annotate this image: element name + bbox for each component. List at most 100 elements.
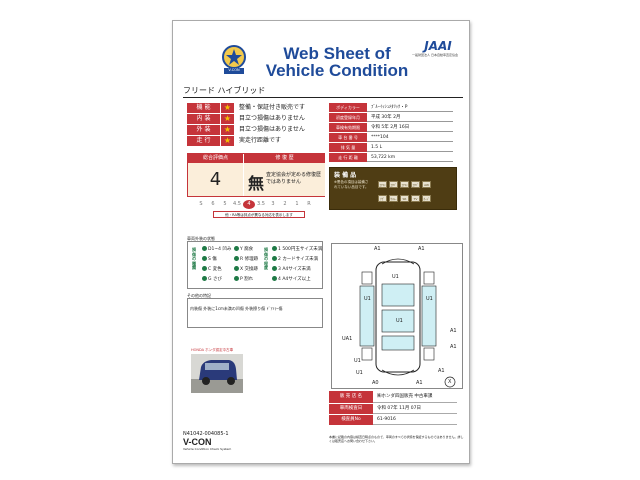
title-line-2: Vehicle Condition <box>265 61 409 80</box>
scale-mark: 3.5 <box>257 201 265 207</box>
dot-icon <box>272 246 277 251</box>
score-box: 総合評価点 修 復 歴 4 無 査定協会が定める修復歴ではありません <box>187 153 325 197</box>
shop-row: 販 売 店 名㈱ホンダ四国販売 中古車課 <box>329 391 457 403</box>
option-chip: ｴｱｺﾝ <box>378 181 387 188</box>
scale-mark: 3 <box>271 201 275 207</box>
damage-code: X <box>448 379 452 385</box>
shop-row: 検査員No 61-9016 <box>329 415 457 425</box>
damage-code: U1 <box>426 296 433 302</box>
equipment-label: 装 備 品 <box>334 172 357 179</box>
legend-head-degree: 損傷の程度 <box>264 247 268 270</box>
option-chip: ｴｱﾊﾞｯｸ <box>411 181 420 193</box>
history-label: 修 復 歴 <box>244 154 325 163</box>
condition-row: 機 能 ★ 整備・保証付き販売です <box>187 103 327 113</box>
legend-item: C 変色 <box>202 266 222 273</box>
option-chip: SR <box>400 195 409 202</box>
spec-row: 排 気 量 1.5 L <box>329 143 453 152</box>
legend-item: G さび <box>202 276 222 283</box>
damage-code: A1 <box>374 246 381 252</box>
sheet-id: N41042-004085-1 <box>183 431 229 437</box>
car-photo <box>191 347 243 393</box>
condition-label: 走 行 <box>187 136 220 146</box>
degree-item: 4 A4サイズ以上 <box>272 276 311 283</box>
spec-row: ボディカラー ﾌﾞﾙｰｲｯｼｭﾒﾀﾘｯｸ・P <box>329 103 453 112</box>
car-outline-icon <box>359 258 456 388</box>
spec-value: 令和 5年 2月 16日 <box>371 125 410 130</box>
dot-icon <box>234 246 239 251</box>
condition-row: 走 行 ★ 実走行距離です <box>187 136 327 146</box>
scale-mark: S <box>199 201 203 207</box>
score-label: 総合評価点 <box>188 154 243 163</box>
option-chip: AW <box>422 181 431 188</box>
history-main: 無 <box>248 174 265 193</box>
legend-item: R 修理跡 <box>234 256 258 263</box>
damage-code: A1 <box>416 380 423 386</box>
scale-mark: 6 <box>211 201 215 207</box>
title-line-1: Web Sheet of <box>283 44 391 63</box>
option-chip: ｴｱｺﾝ <box>400 181 409 188</box>
overall-score: 4 <box>188 163 243 196</box>
dot-icon <box>202 246 207 251</box>
dot-icon <box>234 256 239 261</box>
exterior-section-label: 車両外装の状態 <box>187 236 215 241</box>
equipment-note: ※黒色の項目は装備されていない品目です。 <box>334 180 369 189</box>
jaai-subtitle: 一般財団法人 日本自動車査定協会 <box>412 53 458 57</box>
spec-value: 53,722 km <box>371 155 396 160</box>
dot-icon <box>234 276 239 281</box>
scale-mark: 5 <box>223 201 227 207</box>
damage-legend: 損傷の種類 D1~4 凹み Y 腐食 S 傷 R 修理跡 C 変色 X 交換跡 … <box>187 241 323 289</box>
legend-item: P 割れ <box>234 276 253 283</box>
spec-label: ボディカラー <box>329 103 367 112</box>
spec-label: 排 気 量 <box>329 143 367 152</box>
star-icon: ★ <box>221 136 234 146</box>
damage-code: U1 <box>354 358 361 364</box>
vcon-emblem-icon <box>221 45 247 75</box>
shop-value: ㈱ホンダ四国販売 中古車課 <box>377 394 433 399</box>
condition-label: 内 装 <box>187 114 220 124</box>
dot-icon <box>272 256 277 261</box>
damage-code: A0 <box>372 380 379 386</box>
dot-icon <box>202 266 207 271</box>
vehicle-condition-sheet: V-CON Web Sheet of Vehicle Condition JAA… <box>172 20 470 464</box>
condition-text: 目立つ損傷はありません <box>239 126 305 133</box>
spec-label: 走 行 距 離 <box>329 153 367 162</box>
equipment-box: 装 備 品 ※黒色の項目は装備されていない品目です。 ｴｱｺﾝ ｴｱﾊﾞｯｸ ｴ… <box>329 167 457 210</box>
shop-value: 61-9016 <box>377 417 396 422</box>
page-title: Web Sheet of Vehicle Condition <box>253 45 421 79</box>
scale-mark: 4.5 <box>233 201 241 207</box>
spec-row: 車 台 番 号 ****104 <box>329 133 453 142</box>
legend-item: S 傷 <box>202 256 217 263</box>
spec-value: ﾌﾞﾙｰｲｯｼｭﾒﾀﾘｯｸ・P <box>371 105 408 110</box>
shop-label: 検査員No <box>329 415 373 425</box>
dot-icon <box>202 256 207 261</box>
dot-icon <box>234 266 239 271</box>
dot-icon <box>272 276 277 281</box>
emblem-text: V-CON <box>228 68 240 72</box>
disclaimer: 本書に記載の内容は検査日時点のもので、車両のすべての状態を保証するものではありま… <box>329 435 464 443</box>
spec-row: 初度登録年月平成 30年 2月 <box>329 113 453 122</box>
shop-label: 車両検査日 <box>329 404 373 414</box>
history-value: 無 査定協会が定める修復歴ではありません <box>244 163 325 196</box>
dot-icon <box>202 276 207 281</box>
degree-item: 3 A4サイズ未満 <box>272 266 311 273</box>
photo-header: HONDA ホンダ認定中古車 <box>191 347 243 354</box>
option-chip: ｻﾝﾙｰﾌ <box>389 195 398 207</box>
spec-value: 1.5 L <box>371 145 383 150</box>
score-scale: S 6 5 4.5 4 3.5 3 2 1 R <box>195 200 317 209</box>
option-chip: ｶｰﾄﾞ <box>422 195 431 202</box>
other-notes-text: 内装傷 外装に1cm未満の凹傷 外装擦り傷 ﾄﾞｱﾐﾗｰ傷 <box>190 306 283 311</box>
jaai-logo: JAAI <box>424 39 452 53</box>
legend-item: X 交換跡 <box>234 266 258 273</box>
divider <box>183 97 463 98</box>
spec-value: ****104 <box>371 135 389 140</box>
damage-code: A1 <box>418 246 425 252</box>
option-chip: TV <box>411 195 420 202</box>
spec-label: 初度登録年月 <box>329 113 367 122</box>
spec-row: 車検有効期限令和 5年 2月 16日 <box>329 123 453 132</box>
legend-item: D1~4 凹み <box>202 246 231 253</box>
option-chip: ﾅﾋﾞ <box>378 195 387 202</box>
scale-mark-selected: 4 <box>243 200 255 209</box>
shop-label: 販 売 店 名 <box>329 391 373 403</box>
spec-label: 車 台 番 号 <box>329 133 367 142</box>
condition-text: 目立つ損傷はありません <box>239 115 305 122</box>
